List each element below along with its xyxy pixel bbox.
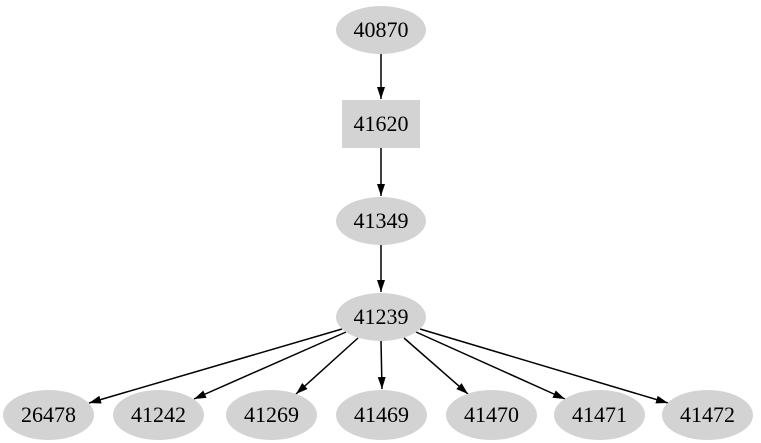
edge-41239-41469 [377,340,386,390]
node-41242: 41242 [113,390,204,440]
edge-41239-41471 [415,331,566,400]
node-41349: 41349 [336,197,426,245]
node-26478: 26478 [3,390,94,440]
node-41470: 41470 [446,390,537,440]
node-41269: 41269 [226,390,317,440]
node-41239: 41239 [336,293,426,341]
node-41469: 41469 [336,390,427,440]
edge-41239-41269 [295,337,359,395]
node-41620: 41620 [342,100,420,148]
edge-41239-41470 [403,337,469,395]
edge-41239-41472 [419,328,669,404]
node-40870: 40870 [336,6,426,54]
node-41472: 41472 [662,390,753,440]
node-41471: 41471 [554,390,645,440]
edge-41239-26478 [88,328,343,404]
edge-41239-41242 [193,331,347,400]
